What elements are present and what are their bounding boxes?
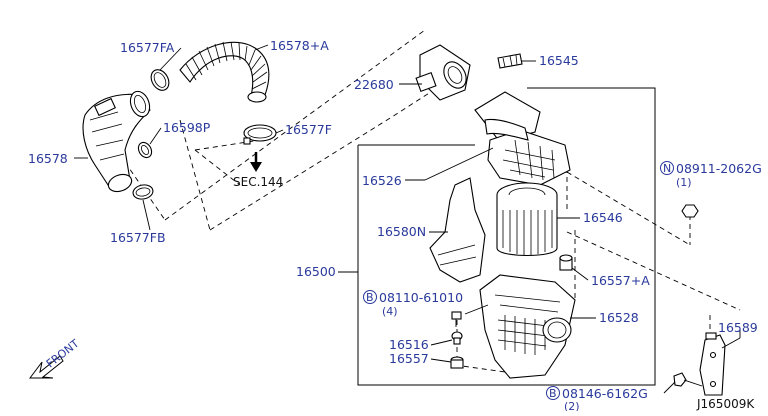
- part-16526-cover[interactable]: [474, 91, 571, 186]
- label-16557A: 16557+A: [591, 273, 650, 288]
- label-16589: 16589: [718, 320, 758, 335]
- label-08110: 08110-61010: [379, 290, 463, 305]
- prefix-08146: B: [549, 387, 557, 400]
- label-16516: 16516: [389, 337, 429, 352]
- b-circle-icon: [546, 386, 560, 400]
- callout-08146: B 08146-6162G (2): [546, 386, 648, 413]
- leader-lines: [74, 44, 741, 394]
- qty-08146: (2): [564, 400, 580, 411]
- qty-08911: (1): [676, 176, 692, 189]
- n-circle-icon: [660, 161, 674, 175]
- prefix-08110: B: [366, 291, 374, 304]
- label-16577FB: 16577FB: [110, 230, 166, 245]
- label-16557: 16557: [389, 351, 429, 366]
- sec-reference-arrow: [250, 152, 262, 172]
- callout-08110: B 08110-61010 (4): [363, 290, 463, 318]
- label-16577FA: 16577FA: [120, 40, 175, 55]
- label-08911: 08911-2062G: [676, 161, 762, 176]
- part-16598P-clamp[interactable]: [136, 140, 154, 160]
- part-16578-duct[interactable]: [82, 89, 153, 195]
- label-08146: 08146-6162G: [562, 386, 648, 401]
- part-16578A-hose[interactable]: [179, 41, 270, 103]
- part-22680-airflow-meter[interactable]: [415, 44, 471, 101]
- diagram-code: J165009K: [696, 397, 755, 411]
- label-16577F: 16577F: [285, 122, 332, 137]
- label-16500: 16500: [296, 264, 336, 279]
- part-16557A-grommet[interactable]: [559, 254, 573, 271]
- assembly-frame: [338, 87, 656, 386]
- part-16589-bracket[interactable]: [699, 332, 726, 396]
- label-16578: 16578: [28, 151, 68, 166]
- label-16545: 16545: [539, 53, 579, 68]
- label-16546: 16546: [583, 210, 623, 225]
- part-16577FB-clamp[interactable]: [132, 183, 154, 200]
- part-16546-filter[interactable]: [496, 182, 558, 256]
- part-08911-nut[interactable]: [681, 204, 699, 218]
- front-direction-arrow: [29, 355, 64, 379]
- part-16557-grommet[interactable]: [450, 356, 464, 369]
- label-16598P: 16598P: [163, 120, 211, 135]
- label-16578A: 16578+A: [270, 38, 329, 53]
- callout-08911: N 08911-2062G (1): [660, 161, 762, 189]
- label-16528: 16528: [599, 310, 639, 325]
- qty-08110: (4): [382, 305, 398, 318]
- sec-reference-label: SEC.144: [233, 175, 283, 189]
- part-16580N-snorkel[interactable]: [429, 177, 486, 283]
- label-16580N: 16580N: [377, 224, 426, 239]
- part-16545-seal[interactable]: [497, 53, 523, 69]
- part-16528-lower-case[interactable]: [479, 274, 576, 379]
- part-16577F-clamp[interactable]: [243, 124, 277, 145]
- part-08146-bolt[interactable]: [673, 372, 703, 387]
- prefix-08911: N: [663, 162, 671, 175]
- part-16577FA-clamp[interactable]: [148, 66, 173, 93]
- part-16516-bushing[interactable]: [451, 331, 463, 345]
- label-22680: 22680: [354, 77, 394, 92]
- part-08110-bolt[interactable]: [451, 311, 462, 327]
- front-label: FRONT: [44, 337, 82, 371]
- label-16526: 16526: [362, 173, 402, 188]
- b-circle-icon: [363, 290, 377, 304]
